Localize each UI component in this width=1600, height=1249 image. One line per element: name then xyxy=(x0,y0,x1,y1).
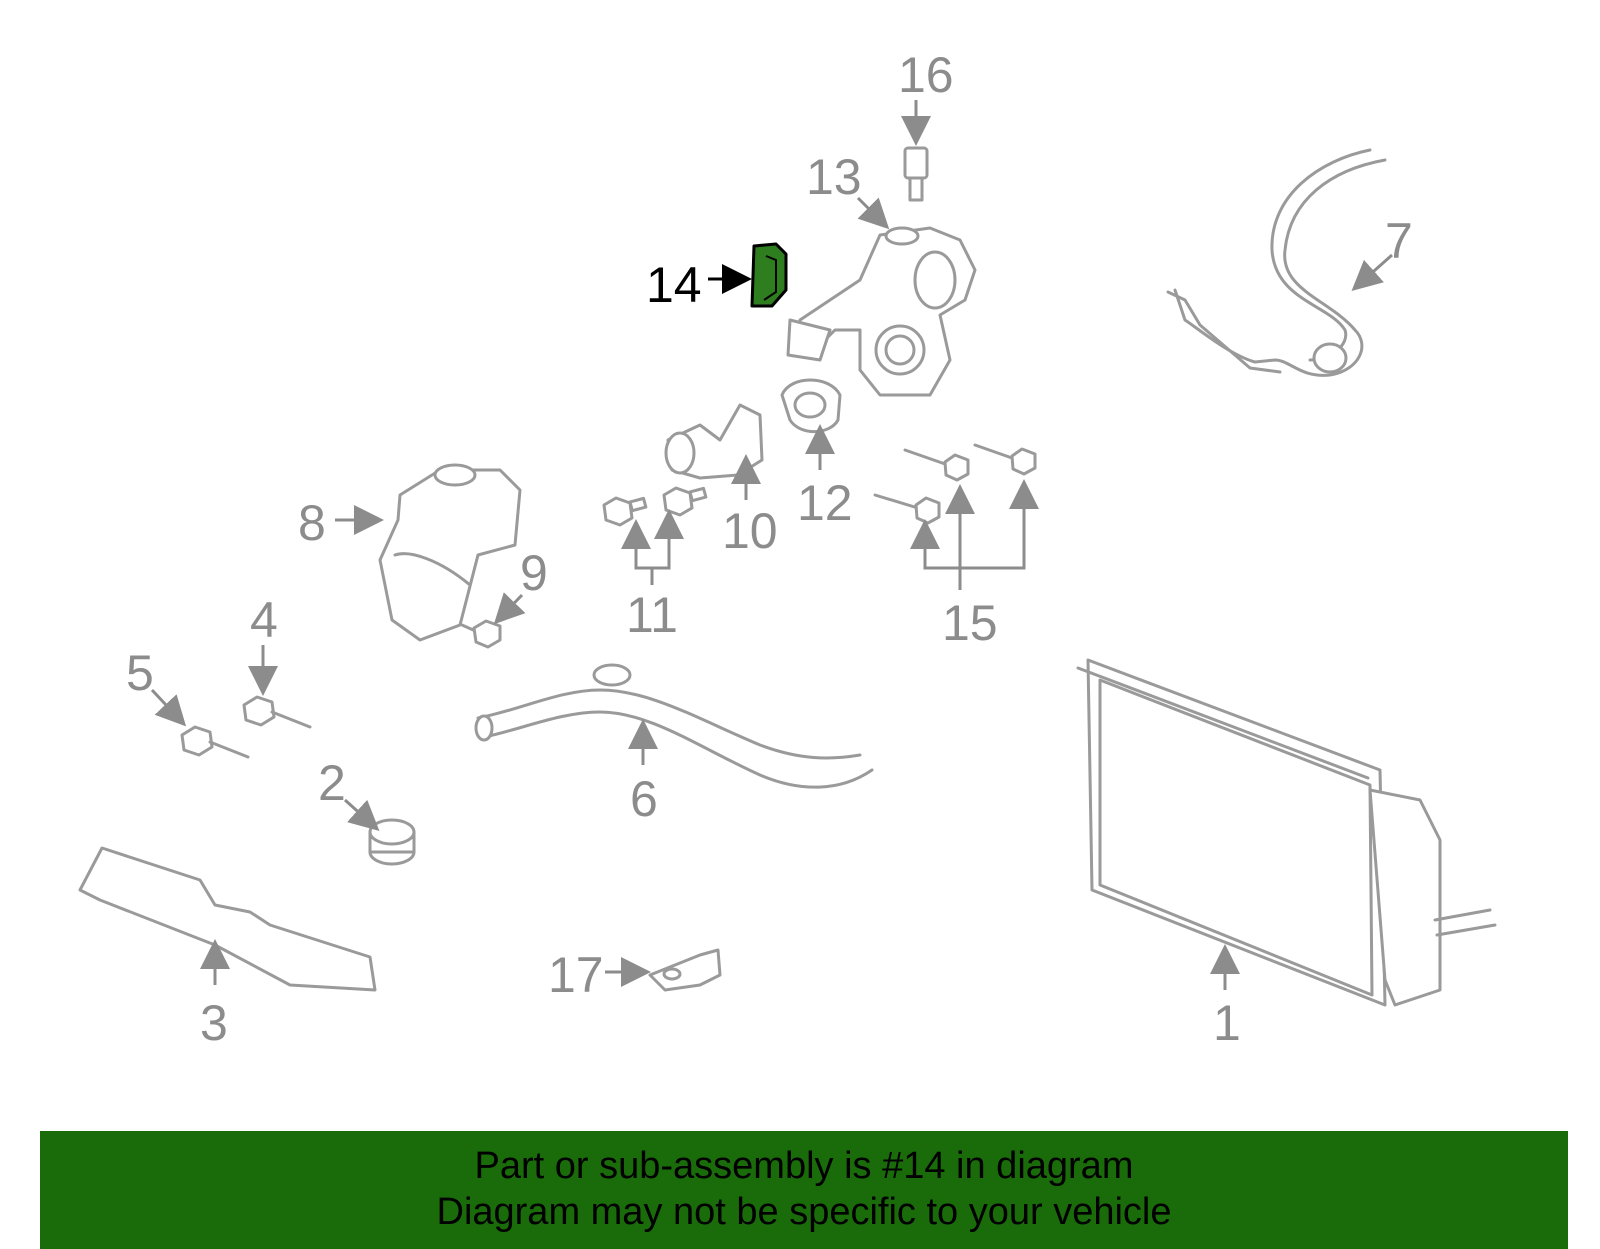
part-4-bolt[interactable] xyxy=(242,645,312,729)
callout-8: 8 xyxy=(298,495,326,551)
parts-diagram: 16 13 14 7 12 10 11 15 8 9 4 5 6 2 3 17 … xyxy=(78,47,1497,1051)
part-3-baffle[interactable] xyxy=(78,846,377,992)
callout-5: 5 xyxy=(126,645,154,701)
callout-1: 1 xyxy=(1213,995,1241,1051)
part-15-bolts[interactable] xyxy=(873,443,1039,590)
part-16-sensor[interactable] xyxy=(901,100,931,202)
callout-7: 7 xyxy=(1385,213,1413,269)
callout-9: 9 xyxy=(520,545,548,601)
callout-10: 10 xyxy=(722,503,778,559)
info-banner: Part or sub-assembly is #14 in diagram D… xyxy=(40,1131,1568,1249)
callout-16: 16 xyxy=(898,47,954,103)
callout-12: 12 xyxy=(797,475,853,531)
part-1-radiator[interactable] xyxy=(1076,658,1497,1007)
callout-4: 4 xyxy=(250,592,278,648)
banner-line-1: Part or sub-assembly is #14 in diagram xyxy=(474,1145,1134,1187)
part-10-outlet[interactable] xyxy=(664,403,764,500)
part-11-bolts[interactable] xyxy=(602,486,708,585)
callout-17: 17 xyxy=(548,947,604,1003)
callout-2: 2 xyxy=(318,755,346,811)
callout-13: 13 xyxy=(806,149,862,205)
callout-3: 3 xyxy=(200,995,228,1051)
callout-6: 6 xyxy=(630,771,658,827)
banner-line-2: Diagram may not be specific to your vehi… xyxy=(436,1191,1172,1233)
part-7-hose[interactable] xyxy=(1166,148,1393,377)
part-12-thermostat[interactable] xyxy=(780,378,842,470)
part-8-reservoir[interactable] xyxy=(335,463,522,642)
callout-15: 15 xyxy=(942,595,998,651)
part-14-highlighted[interactable] xyxy=(708,242,788,308)
part-6-hose[interactable] xyxy=(474,663,874,789)
part-17-bracket[interactable] xyxy=(605,948,722,992)
part-9-bolt[interactable] xyxy=(460,592,526,649)
callout-11: 11 xyxy=(626,587,678,643)
part-5-bolt[interactable] xyxy=(150,688,250,759)
part-13-thermostat-housing[interactable] xyxy=(786,196,977,397)
part-2-grommet[interactable] xyxy=(343,798,416,866)
callout-14: 14 xyxy=(646,257,702,313)
